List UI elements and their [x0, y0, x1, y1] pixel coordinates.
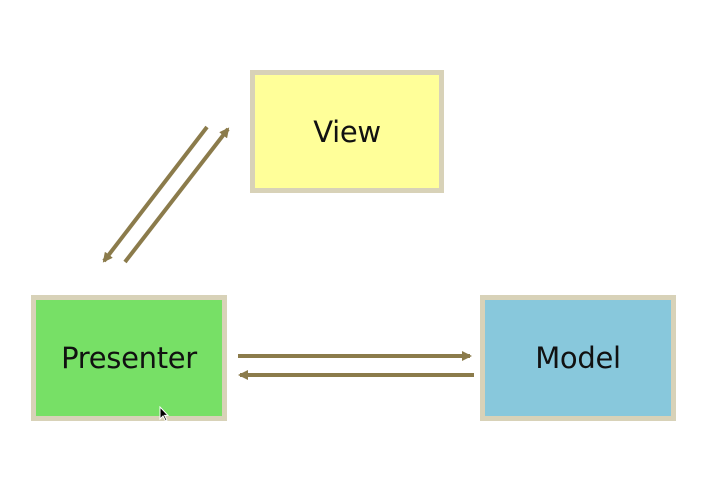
arrow-view-to-presenter [102, 125, 209, 263]
mouse-pointer-icon [159, 406, 169, 422]
view-box: View [250, 70, 444, 193]
model-box: Model [480, 295, 676, 421]
presenter-box: Presenter [31, 295, 227, 421]
arrow-presenter-to-view [123, 127, 230, 264]
